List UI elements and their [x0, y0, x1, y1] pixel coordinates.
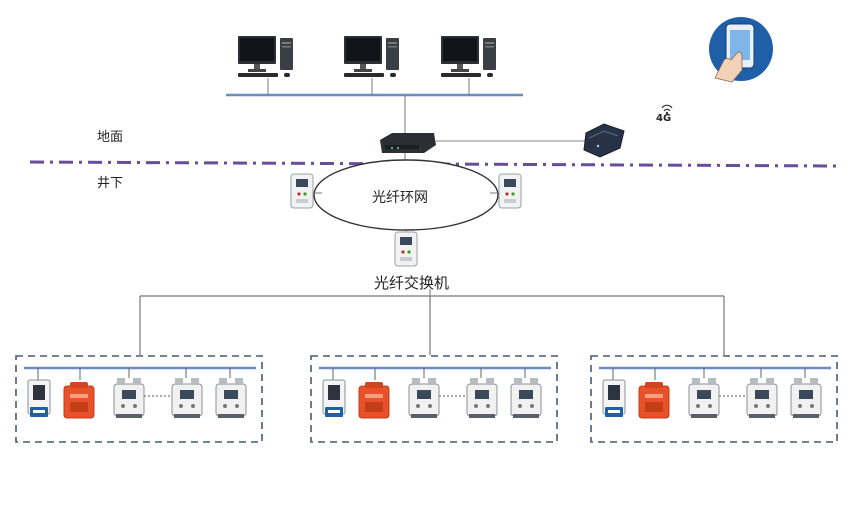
surface-underground-boundary	[29, 160, 837, 168]
equipment-group-1	[16, 356, 262, 442]
workstation-icon	[238, 36, 293, 77]
workstation-icon	[344, 36, 399, 77]
ring-switch-node-icon	[290, 173, 314, 209]
equipment-group-2	[311, 356, 557, 442]
signal-icon	[661, 104, 673, 115]
4g-router-icon	[583, 123, 625, 158]
workstation-icon	[441, 36, 496, 77]
ring-switch-node-icon	[498, 173, 522, 209]
cellular-label: 4G	[656, 113, 672, 124]
fiber-ring-label: 光纤环网	[372, 190, 428, 206]
ring-switch-node-icon	[394, 231, 418, 267]
network-gateway-icon	[380, 133, 436, 153]
surface-label: 地面	[97, 130, 124, 145]
underground-label: 井下	[97, 176, 124, 191]
smartphone-touch-icon	[709, 17, 773, 83]
equipment-group-3	[591, 356, 837, 442]
fiber-switch-label: 光纤交换机	[374, 274, 450, 292]
